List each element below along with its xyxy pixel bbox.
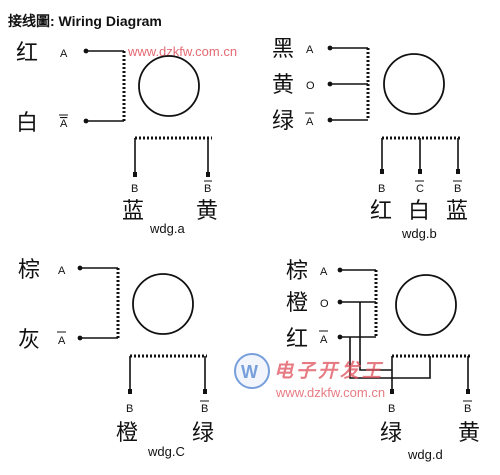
terminal-dot: [456, 169, 460, 174]
terminal-dot: [83, 48, 89, 54]
terminal-dot: [83, 118, 89, 124]
lead-color-label: 绿: [380, 421, 402, 446]
lead-color-label: 红: [370, 199, 392, 224]
terminal-label: O: [320, 298, 329, 310]
diagram-wdg-a: [86, 50, 212, 175]
lead-color-label: 黄: [458, 421, 480, 446]
terminal-dot: [418, 169, 422, 174]
lead-color-label: 灰: [18, 328, 40, 353]
terminal-label-bar: B: [204, 183, 211, 195]
terminal-label-bar: A: [320, 334, 328, 346]
terminal-label-bar: B: [201, 403, 208, 415]
terminal-label: B: [388, 403, 395, 415]
terminal-label: A: [320, 266, 328, 278]
terminal-dot: [337, 334, 343, 340]
lead-color-label: 白: [16, 111, 38, 136]
terminal-label: A: [306, 44, 314, 56]
terminal-label: A: [60, 48, 68, 60]
terminal-label-bar: C: [416, 183, 424, 195]
bridge-wire: [349, 337, 431, 379]
diagram-caption: wdg.b: [401, 226, 437, 241]
terminal-label-bar: B: [464, 403, 471, 415]
lead-color-label: 黄: [272, 73, 294, 98]
motor-rotor-c: [132, 273, 194, 335]
terminal-label: B: [131, 183, 138, 195]
bridge-wire: [359, 302, 392, 371]
diagram-caption: wdg.a: [149, 221, 185, 236]
terminal-label: O: [306, 80, 315, 92]
terminal-dot: [77, 265, 83, 271]
terminal-label: B: [126, 403, 133, 415]
lead-color-label: 蓝: [122, 199, 144, 224]
terminal-dot: [327, 117, 333, 123]
watermark-logo-circle: [234, 353, 270, 389]
lead-color-label: 橙: [286, 291, 308, 316]
lead-color-label: 蓝: [446, 199, 468, 224]
watermark-url-bottom: www.dzkfw.com.cn: [275, 385, 385, 400]
terminal-dot: [206, 172, 210, 177]
watermark-logo: W 电子开发王 www.dzkfw.com.cn: [234, 353, 385, 400]
watermark-logo-icon: W: [241, 362, 258, 382]
lead-color-label: 棕: [18, 258, 40, 283]
diagram-wdg-c: [80, 267, 207, 392]
terminal-label-bar: A: [58, 335, 66, 347]
terminal-dot: [327, 45, 333, 51]
terminal-dot: [77, 335, 83, 341]
lead-color-label: 绿: [272, 109, 294, 134]
motor-rotor-d: [395, 274, 457, 336]
watermark-url-top: www.dzkfw.com.cn: [127, 44, 237, 59]
terminal-label-bar: A: [306, 116, 314, 128]
motor-rotor-a: [138, 55, 200, 117]
terminal-label-bar: B: [454, 183, 461, 195]
terminal-label-bar: A: [60, 118, 68, 130]
terminal-label: B: [378, 183, 385, 195]
lead-color-label: 黄: [196, 199, 218, 224]
lead-color-label: 红: [16, 41, 38, 66]
diagram-caption: wdg.d: [407, 447, 443, 462]
terminal-dot: [390, 389, 394, 394]
page-title: 接线圖: Wiring Diagram: [8, 13, 162, 29]
diagram-wdg-b: [330, 47, 460, 172]
motor-rotor-b: [383, 53, 445, 115]
terminal-dot: [128, 389, 132, 394]
diagram-caption: wdg.C: [147, 444, 185, 459]
lead-color-label: 绿: [192, 421, 214, 446]
terminal-dot: [133, 172, 137, 177]
lead-color-label: 黑: [272, 37, 294, 62]
terminal-dot: [380, 169, 384, 174]
lead-color-label: 白: [408, 199, 430, 224]
terminal-label: A: [58, 265, 66, 277]
diagram-wdg-d: [340, 269, 472, 392]
terminal-dot: [337, 299, 343, 305]
terminal-dot: [203, 389, 207, 394]
lead-color-label: 棕: [286, 259, 308, 284]
terminal-dot: [327, 81, 333, 87]
lead-color-label: 橙: [116, 421, 138, 446]
lead-color-label: 红: [286, 327, 308, 352]
terminal-dot: [337, 267, 343, 273]
terminal-dot: [466, 389, 470, 394]
watermark-site-name: 电子开发王: [274, 360, 384, 382]
